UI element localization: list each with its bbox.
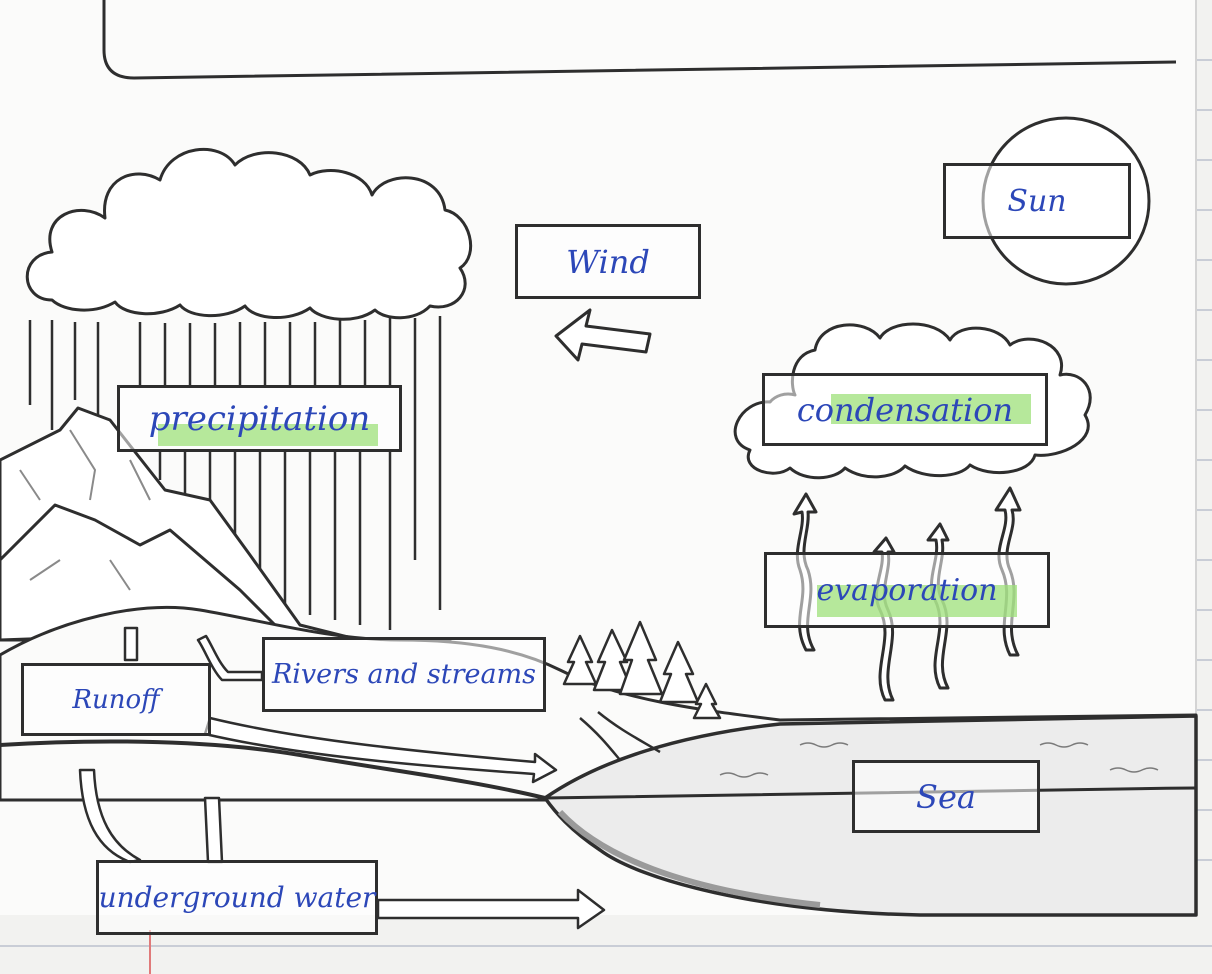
rain-lines (28, 316, 442, 630)
wind-label-box: Wind (515, 224, 701, 299)
runoff-arrows (123, 626, 558, 784)
rivers-and-streams-label: Rivers and streams (271, 659, 537, 690)
evaporation-label: evaporation (816, 572, 998, 608)
condensation-label: condensation (796, 390, 1014, 429)
evaporation-label-box: evaporation (764, 552, 1050, 628)
underground-water-label-box: underground water (96, 860, 378, 935)
sun-label-box: Sun (943, 163, 1131, 239)
top-frame (102, 0, 1177, 80)
condensation-label-box: condensation (762, 373, 1048, 446)
sun-label: Sun (1007, 183, 1067, 219)
trees-illustration (562, 620, 722, 720)
condensation-highlight (831, 394, 1031, 424)
stream-channel (579, 711, 661, 761)
runoff-label: Runoff (72, 684, 160, 715)
wind-arrow (554, 308, 652, 362)
precipitation-label: precipitation (148, 398, 371, 439)
runoff-label-box: Runoff (21, 663, 211, 736)
precipitation-label-box: precipitation (117, 385, 402, 452)
cloud-left-illustration (25, 148, 473, 321)
evaporation-highlight (817, 585, 1017, 617)
underground-water-label: underground water (98, 881, 376, 914)
underground-water-arrows (78, 768, 606, 930)
sea-label-box: Sea (852, 760, 1040, 833)
sea-wave-marks (719, 742, 1159, 778)
rivers-and-streams-label-box: Rivers and streams (262, 637, 546, 712)
sea-label: Sea (916, 777, 976, 816)
wind-label: Wind (566, 242, 650, 281)
precipitation-highlight (158, 424, 378, 446)
